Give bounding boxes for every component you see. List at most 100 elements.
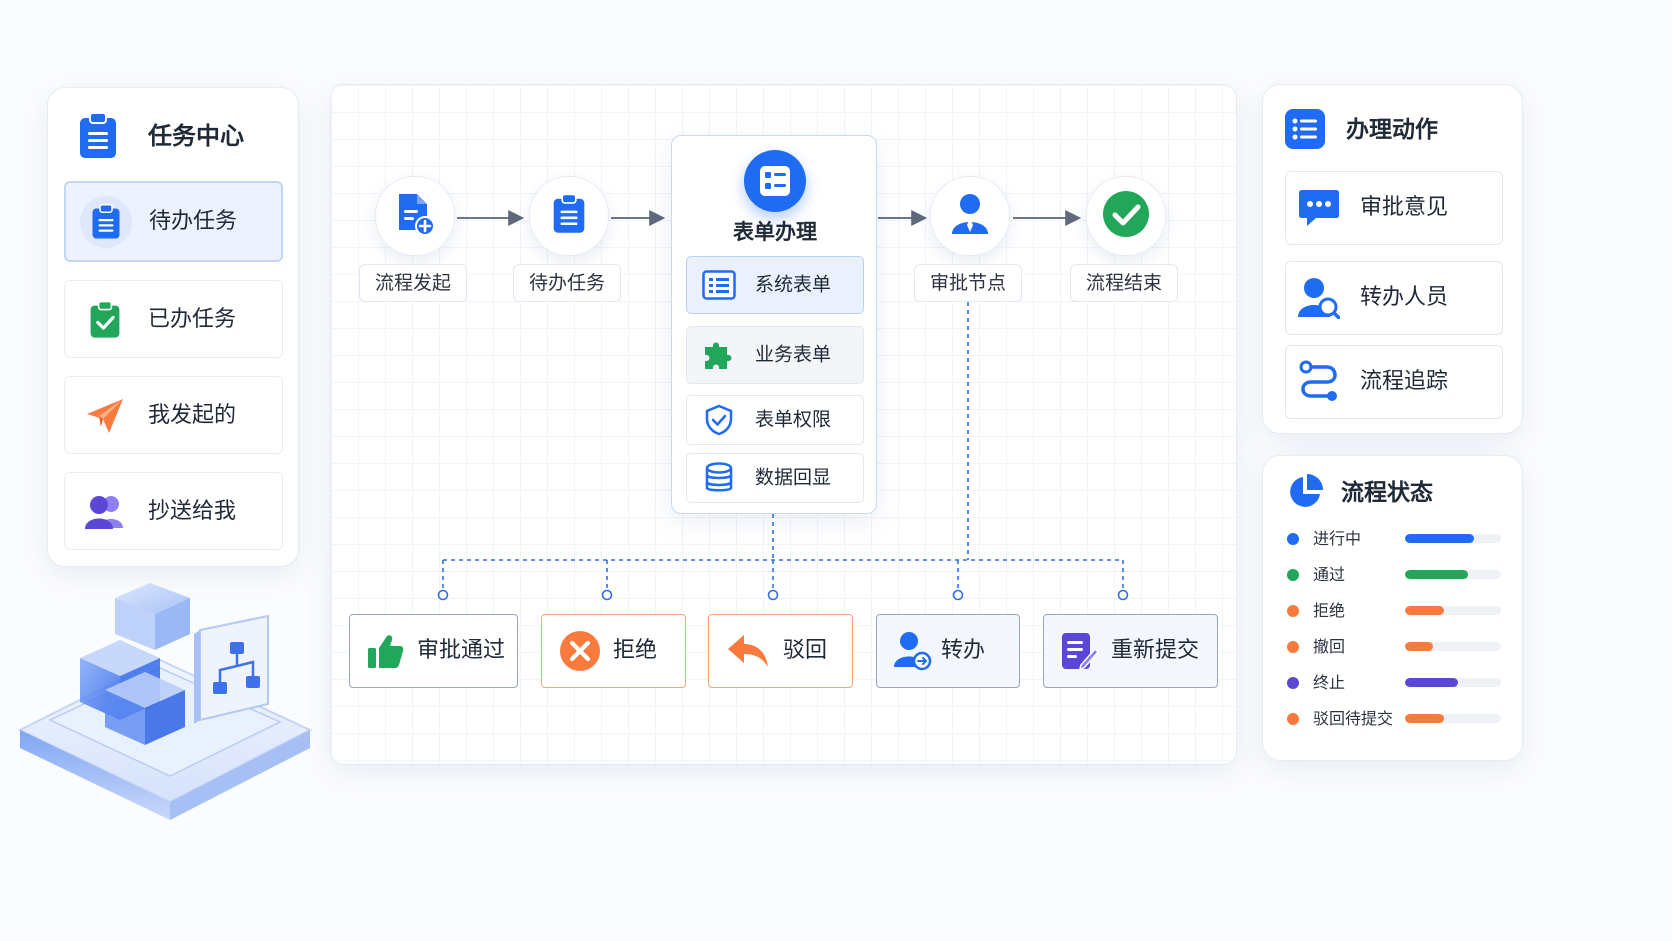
- nav-item-label: 我发起的: [148, 403, 237, 428]
- form-card: 表单办理 系统表单 业务表单 表单权限: [671, 135, 877, 514]
- op-item-opinion[interactable]: 审批意见: [1285, 171, 1503, 245]
- users-icon: [79, 486, 131, 538]
- status-label: 通过: [1313, 565, 1346, 584]
- status-progress-fill: [1405, 570, 1469, 579]
- clipboard-check-icon: [79, 294, 131, 346]
- op-item-label: 审批意见: [1360, 195, 1449, 220]
- status-progress-bar: [1405, 534, 1501, 543]
- cube-illustration: [10, 570, 320, 825]
- node-label: 流程结束: [1070, 264, 1178, 302]
- status-dot: [1287, 713, 1299, 725]
- list-icon: [1285, 109, 1325, 149]
- status-progress-bar: [1405, 642, 1501, 651]
- action-label: 审批通过: [417, 638, 506, 663]
- action-label: 拒绝: [613, 638, 658, 663]
- reject-button[interactable]: 拒绝: [541, 614, 686, 688]
- status-dot: [1287, 677, 1299, 689]
- status-label: 驳回待提交: [1313, 709, 1394, 728]
- status-label: 终止: [1313, 673, 1346, 692]
- chat-bubble-icon: [1296, 172, 1342, 244]
- form-item-business[interactable]: 业务表单: [686, 326, 864, 384]
- nav-item-initiated[interactable]: 我发起的: [64, 376, 283, 454]
- status-progress-fill: [1405, 534, 1475, 543]
- form-item-system[interactable]: 系统表单: [686, 256, 864, 314]
- check-circle-icon: [1102, 190, 1150, 242]
- task-center-panel: 任务中心 待办任务 已办任务: [47, 87, 299, 567]
- clipboard-icon: [552, 193, 586, 239]
- puzzle-icon: [701, 327, 737, 383]
- node-label: 待办任务: [513, 264, 621, 302]
- reply-arrow-icon: [725, 615, 771, 687]
- nav-item-label: 已办任务: [148, 307, 237, 332]
- form-item-label: 表单权限: [755, 408, 832, 431]
- node-circle: [930, 176, 1010, 256]
- status-row: 进行中: [1287, 528, 1507, 550]
- nav-item-label: 抄送给我: [148, 499, 237, 524]
- user-transfer-icon: [893, 615, 933, 687]
- status-progress-fill: [1405, 714, 1445, 723]
- status-row: 拒绝: [1287, 600, 1507, 622]
- status-label: 拒绝: [1313, 601, 1346, 620]
- status-progress-fill: [1405, 642, 1433, 651]
- form-item-permission[interactable]: 表单权限: [686, 395, 864, 445]
- op-item-trace[interactable]: 流程追踪: [1285, 345, 1503, 419]
- document-add-icon: [395, 192, 435, 240]
- return-button[interactable]: 驳回: [708, 614, 853, 688]
- form-item-label: 系统表单: [755, 273, 832, 296]
- status-progress-bar: [1405, 678, 1501, 687]
- node-label: 流程发起: [359, 264, 467, 302]
- status-row: 通过: [1287, 564, 1507, 586]
- shield-check-icon: [701, 396, 737, 444]
- node-circle: [375, 176, 455, 256]
- status-dot: [1287, 569, 1299, 581]
- operations-title: 办理动作: [1346, 117, 1438, 143]
- node-label: 审批节点: [914, 264, 1022, 302]
- status-dot: [1287, 641, 1299, 653]
- action-label: 驳回: [783, 638, 828, 663]
- transfer-button[interactable]: 转办: [876, 614, 1020, 688]
- user-icon: [950, 192, 990, 240]
- form-card-title: 表单办理: [733, 220, 817, 244]
- pie-chart-icon: [1285, 472, 1325, 512]
- task-center-title: 任务中心: [148, 122, 244, 150]
- form-list-icon: [744, 150, 806, 212]
- status-progress-bar: [1405, 606, 1501, 615]
- node-circle: [1086, 176, 1166, 256]
- nav-item-todo[interactable]: 待办任务: [64, 181, 283, 262]
- database-icon: [701, 454, 737, 502]
- status-row: 驳回待提交: [1287, 708, 1507, 730]
- op-item-transfer-user[interactable]: 转办人员: [1285, 261, 1503, 335]
- op-item-label: 流程追踪: [1360, 369, 1449, 394]
- clipboard-icon: [80, 196, 132, 248]
- close-circle-icon: [558, 615, 602, 687]
- paper-plane-icon: [79, 390, 131, 442]
- status-title: 流程状态: [1341, 480, 1433, 506]
- clipboard-icon: [76, 110, 120, 162]
- list-icon: [701, 257, 737, 313]
- nav-item-label: 待办任务: [149, 209, 238, 234]
- user-search-icon: [1296, 262, 1342, 334]
- resubmit-button[interactable]: 重新提交: [1043, 614, 1218, 688]
- status-progress-bar: [1405, 714, 1501, 723]
- action-label: 重新提交: [1111, 638, 1200, 663]
- approve-button[interactable]: 审批通过: [349, 614, 518, 688]
- status-dot: [1287, 605, 1299, 617]
- nav-item-done[interactable]: 已办任务: [64, 280, 283, 358]
- op-item-label: 转办人员: [1360, 285, 1449, 310]
- status-progress-fill: [1405, 606, 1445, 615]
- status-progress-bar: [1405, 570, 1501, 579]
- status-row: 终止: [1287, 672, 1507, 694]
- nav-item-cc[interactable]: 抄送给我: [64, 472, 283, 550]
- status-dot: [1287, 533, 1299, 545]
- form-item-label: 数据回显: [755, 466, 832, 489]
- status-panel: 流程状态 进行中通过拒绝撤回终止驳回待提交: [1262, 455, 1523, 761]
- status-label: 撤回: [1313, 637, 1346, 656]
- route-icon: [1296, 346, 1342, 418]
- thumbs-up-icon: [366, 615, 406, 687]
- form-item-echo[interactable]: 数据回显: [686, 453, 864, 503]
- status-label: 进行中: [1313, 529, 1362, 548]
- status-row: 撤回: [1287, 636, 1507, 658]
- node-circle: [529, 176, 609, 256]
- action-label: 转办: [941, 638, 986, 663]
